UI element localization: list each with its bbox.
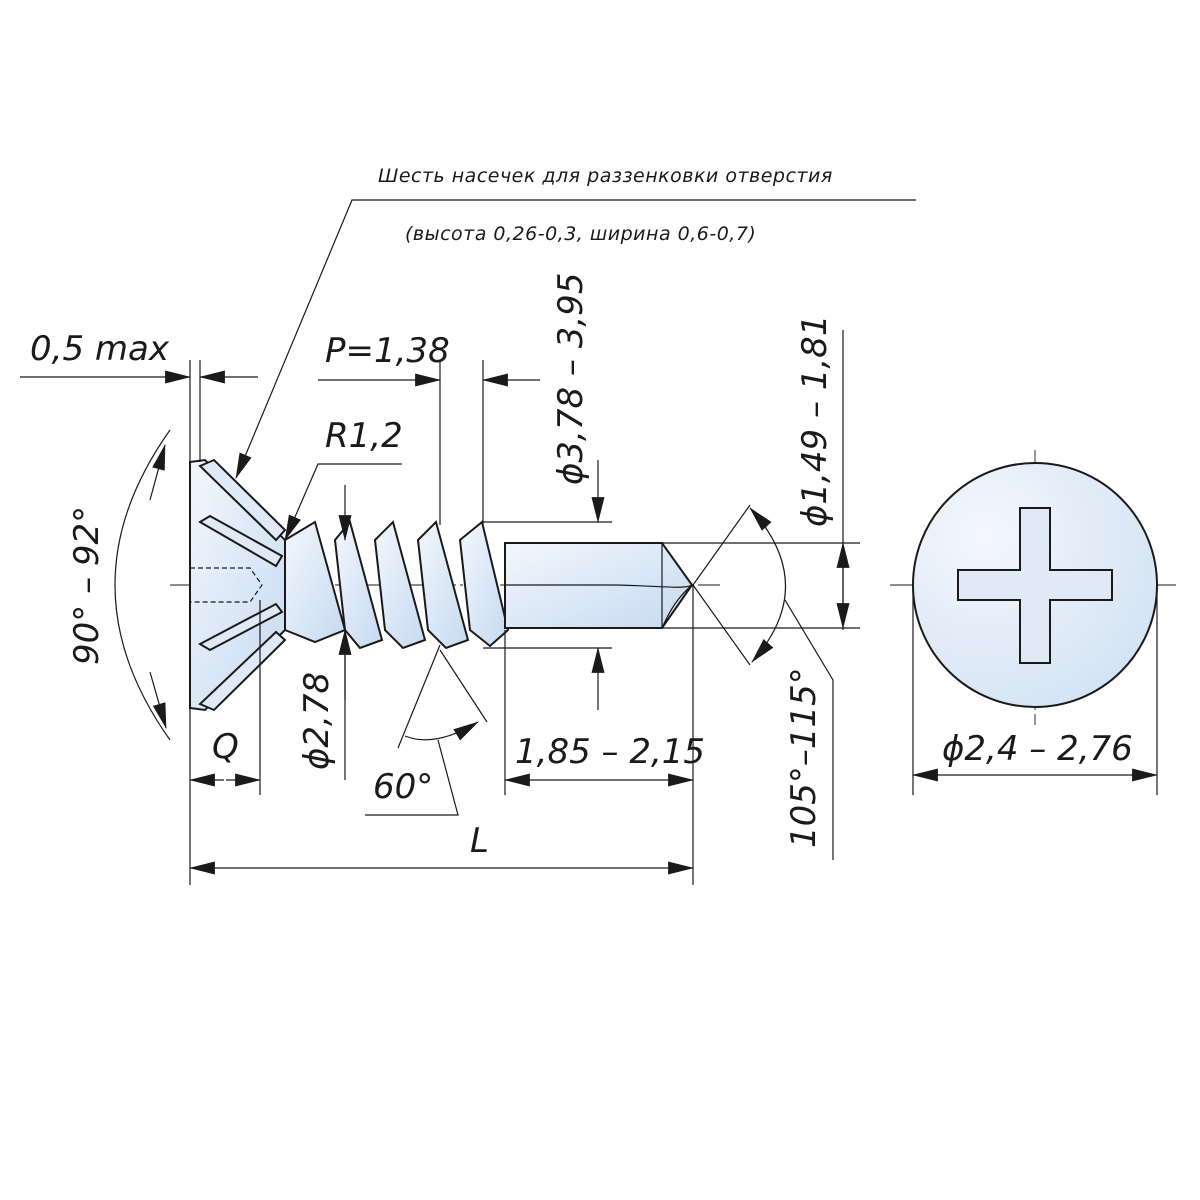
screw-side-view [189, 458, 694, 712]
phillips-recess [957, 507, 1113, 664]
thread [284, 519, 510, 650]
dimension-lines [20, 199, 1159, 875]
q-label: Q [212, 727, 239, 767]
head-angle-label: 90° – 92° [67, 506, 107, 665]
point-angle-label: 105°–115° [784, 667, 824, 848]
outer-diameter-label: ϕ3,78 – 3,95 [551, 273, 591, 485]
thread-angle-label: 60° [373, 767, 433, 807]
underhead-label: 0,5 max [30, 329, 170, 369]
head-end-view [912, 462, 1158, 708]
note-line-1: Шесть насечек для раззенковки отверстия [378, 165, 833, 187]
labels: Шесть насечек для раззенковки отверстия … [30, 165, 1133, 861]
drill-length-label: 1,85 – 2,15 [515, 732, 705, 772]
note-line-2: (высота 0,26-0,3, ширина 0,6-0,7) [405, 223, 756, 245]
inner-diameter-label: ϕ2,78 [297, 672, 337, 770]
head-recess [190, 567, 263, 603]
radius-label: R1,2 [325, 416, 403, 456]
extension-lines [189, 360, 1158, 885]
pitch-label: P=1,38 [325, 331, 450, 371]
length-label: L [470, 821, 489, 861]
recess-diameter-label: ϕ2,4 – 2,76 [942, 729, 1133, 769]
cutting-nibs [197, 458, 287, 712]
drill-diameter-label: ϕ1,49 – 1,81 [795, 315, 835, 527]
